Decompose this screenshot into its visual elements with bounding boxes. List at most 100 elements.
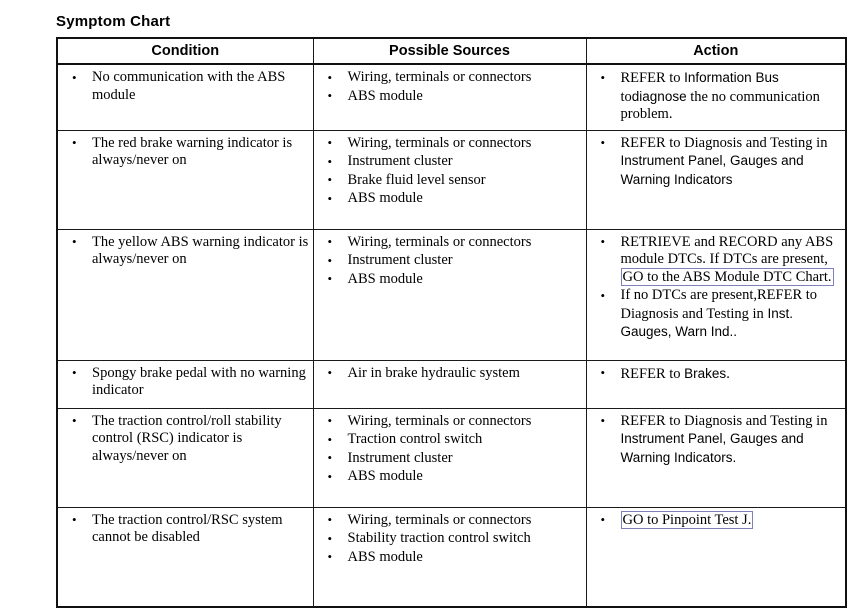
table-header: Condition Possible Sources Action (56, 37, 847, 65)
action-list: REFER to Diagnosis and Testing in Instru… (591, 412, 842, 468)
table-row: The traction control/roll stability cont… (56, 407, 847, 508)
action-text: REFER to Diagnosis and Testing in (620, 412, 828, 429)
condition-list: The traction control/RSC system cannot b… (62, 511, 309, 547)
list-item: Wiring, terminals or connectors (318, 511, 582, 530)
table-body: No communication with the ABS moduleWiri… (56, 63, 847, 607)
cell-action: REFER to Diagnosis and Testing in Instru… (585, 407, 847, 508)
list-item: ABS module (318, 548, 582, 567)
action-text: RETRIEVE and RECORD any ABS module DTCs.… (620, 233, 834, 268)
sources-list: Wiring, terminals or connectorsInstrumen… (318, 233, 582, 289)
condition-list: Spongy brake pedal with no warning indic… (62, 364, 309, 400)
cell-condition: The red brake warning indicator is alway… (56, 129, 314, 230)
action-list: REFER to Information Bus todiagnose the … (591, 69, 842, 124)
sources-list: Wiring, terminals or connectorsStability… (318, 511, 582, 567)
symptom-chart-table: Condition Possible Sources Action No com… (56, 37, 847, 608)
condition-list: The red brake warning indicator is alway… (62, 134, 309, 170)
cross-reference-text: Inst. Gauges, Warn Ind.. (620, 305, 793, 340)
cell-condition: The yellow ABS warning indicator is alwa… (56, 228, 314, 361)
list-item: Instrument cluster (318, 153, 582, 171)
list-item: Air in brake hydraulic system (318, 364, 582, 383)
column-header-action: Action (585, 37, 847, 65)
cross-reference-text: Brakes (684, 365, 727, 381)
cell-action: REFER to Information Bus todiagnose the … (585, 63, 847, 131)
cell-possible-sources: Wiring, terminals or connectorsInstrumen… (312, 129, 587, 230)
cross-reference-text: Instrument Panel, Gauges and Warning Ind… (620, 431, 804, 465)
action-text: REFER to (620, 70, 685, 86)
action-text: REFER to Diagnosis and (620, 287, 818, 322)
list-item: Traction control switch (318, 431, 582, 449)
cell-possible-sources: Wiring, terminals or connectorsABS modul… (312, 63, 587, 131)
list-item: The red brake warning indicator is alway… (62, 134, 309, 170)
list-item: The traction control/roll stability cont… (62, 412, 309, 466)
cell-possible-sources: Air in brake hydraulic system (312, 359, 587, 409)
header-row: Condition Possible Sources Action (56, 37, 847, 65)
document-page: Symptom Chart Condition Possible Sources… (0, 0, 863, 580)
list-item: ABS module (318, 87, 582, 106)
condition-list: The yellow ABS warning indicator is alwa… (62, 233, 309, 269)
list-item: REFER to Brakes. (591, 364, 842, 384)
list-item: Instrument cluster (318, 449, 582, 468)
cell-action: GO to Pinpoint Test J. (585, 506, 847, 607)
cell-action: REFER to Diagnosis and Testing in Instru… (585, 129, 847, 230)
list-item: No communication with the ABS module (62, 69, 309, 104)
cell-action: RETRIEVE and RECORD any ABS module DTCs.… (585, 228, 847, 361)
list-item: The yellow ABS warning indicator is alwa… (62, 233, 309, 269)
list-item: Spongy brake pedal with no warning indic… (62, 364, 309, 400)
action-list: REFER to Brakes. (591, 364, 842, 384)
cross-reference-text: Instrument Panel, Gauges and Warning Ind… (620, 153, 804, 187)
list-item: Brake fluid level sensor (318, 171, 582, 190)
cross-reference-text: Information Bus (684, 70, 779, 85)
cell-condition: The traction control/RSC system cannot b… (56, 506, 314, 607)
condition-list: No communication with the ABS module (62, 69, 309, 104)
symptom-chart-container: Condition Possible Sources Action No com… (56, 37, 847, 608)
cell-possible-sources: Wiring, terminals or connectorsStability… (312, 506, 587, 607)
action-text: If no DTCs are present, (620, 287, 758, 303)
list-item: Instrument cluster (318, 252, 582, 270)
action-list: RETRIEVE and RECORD any ABS module DTCs.… (591, 233, 842, 342)
page-title: Symptom Chart (56, 13, 171, 30)
list-item: Wiring, terminals or connectors (318, 134, 582, 153)
list-item: Wiring, terminals or connectors (318, 412, 582, 431)
sources-list: Air in brake hydraulic system (318, 364, 582, 383)
action-text: Testing in (703, 305, 768, 322)
hyperlink-box[interactable]: GO to Pinpoint Test J. (620, 510, 754, 529)
list-item: GO to Pinpoint Test J. (591, 510, 842, 530)
action-list: GO to Pinpoint Test J. (591, 510, 842, 530)
list-item: Stability traction control switch (318, 530, 582, 548)
table-row: The yellow ABS warning indicator is alwa… (56, 228, 847, 361)
cell-condition: No communication with the ABS module (56, 63, 314, 131)
cell-condition: Spongy brake pedal with no warning indic… (56, 359, 314, 409)
action-text: . (726, 365, 730, 382)
table-row: Spongy brake pedal with no warning indic… (56, 359, 847, 409)
list-item: REFER to Information Bus todiagnose the … (591, 69, 842, 124)
list-item: The traction control/RSC system cannot b… (62, 511, 309, 547)
sources-list: Wiring, terminals or connectorsInstrumen… (318, 134, 582, 208)
table-row: The traction control/RSC system cannot b… (56, 506, 847, 607)
sources-list: Wiring, terminals or connectorsABS modul… (318, 69, 582, 105)
list-item: RETRIEVE and RECORD any ABS module DTCs.… (591, 233, 842, 287)
cell-condition: The traction control/roll stability cont… (56, 407, 314, 508)
table-row: The red brake warning indicator is alway… (56, 129, 847, 230)
list-item: REFER to Diagnosis and Testing in Instru… (591, 134, 842, 190)
hyperlink-box[interactable]: GO to the ABS Module DTC Chart. (620, 267, 834, 286)
column-header-condition: Condition (56, 37, 314, 65)
list-item: ABS module (318, 468, 582, 486)
list-item: ABS module (318, 190, 582, 208)
list-item: Wiring, terminals or connectors (318, 69, 582, 87)
action-text: to (620, 88, 632, 105)
cell-action: REFER to Brakes. (585, 359, 847, 409)
cell-possible-sources: Wiring, terminals or connectorsTraction … (312, 407, 587, 508)
cross-reference-text: diagnose (631, 88, 687, 104)
cell-possible-sources: Wiring, terminals or connectorsInstrumen… (312, 228, 587, 361)
condition-list: The traction control/roll stability cont… (62, 412, 309, 466)
action-text: the no communication problem. (620, 88, 820, 123)
list-item: If no DTCs are present,REFER to Diagnosi… (591, 287, 842, 342)
list-item: Wiring, terminals or connectors (318, 233, 582, 252)
sources-list: Wiring, terminals or connectorsTraction … (318, 412, 582, 486)
action-list: REFER to Diagnosis and Testing in Instru… (591, 134, 842, 190)
table-row: No communication with the ABS module Wiri… (56, 63, 847, 131)
column-header-possible-sources: Possible Sources (312, 37, 587, 65)
action-text: REFER to Diagnosis and Testing in (620, 134, 828, 151)
list-item: REFER to Diagnosis and Testing in Instru… (591, 412, 842, 468)
action-text: REFER to (620, 365, 685, 382)
